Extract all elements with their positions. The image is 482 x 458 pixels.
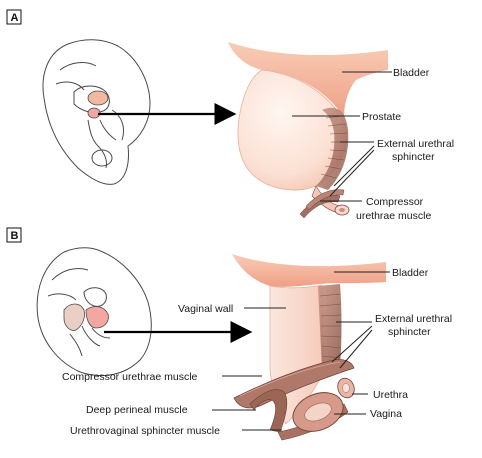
panel-a-letter: A (11, 12, 19, 24)
label-external-sphincter-a-line1: External urethral (377, 138, 454, 150)
panel-b: B (6, 227, 452, 441)
label-vagina-b: Vagina (370, 408, 402, 420)
small-bladder-b (85, 306, 109, 329)
label-urethra-b: Urethra (373, 389, 408, 401)
label-external-sphincter-a-line2: sphincter (392, 151, 435, 163)
male-pelvis-thumbnail (42, 39, 151, 185)
female-pelvis-thumbnail (36, 247, 152, 377)
prostate-a (237, 69, 348, 191)
panel-b-letter: B (11, 230, 19, 242)
label-urethrovaginal-b: Urethrovaginal sphincter muscle (70, 425, 220, 437)
label-deep-perineal-b: Deep perineal muscle (86, 404, 188, 416)
small-bladder-a (87, 90, 109, 106)
label-compressor-a-line2: urethrae muscle (356, 210, 431, 222)
label-vaginal-wall-b: Vaginal wall (178, 303, 233, 315)
label-prostate-a: Prostate (362, 111, 401, 123)
bladder-b (232, 254, 386, 287)
label-external-sphincter-b-line1: External urethral (375, 313, 452, 325)
panel-a: A (6, 9, 454, 222)
small-uterus-b (63, 303, 85, 331)
bladder-a (228, 42, 388, 118)
label-bladder-b: Bladder (392, 267, 429, 279)
label-compressor-b: Compressor urethrae muscle (62, 371, 198, 383)
label-compressor-a-line1: Compressor (366, 196, 424, 208)
external-sphincter-a (316, 107, 349, 190)
label-bladder-a: Bladder (393, 67, 430, 79)
panel-b-letter-box (6, 227, 22, 243)
label-external-sphincter-b-line2: sphincter (388, 326, 431, 338)
panel-a-letter-box (6, 9, 22, 25)
sphincter-striations-a (320, 115, 348, 179)
